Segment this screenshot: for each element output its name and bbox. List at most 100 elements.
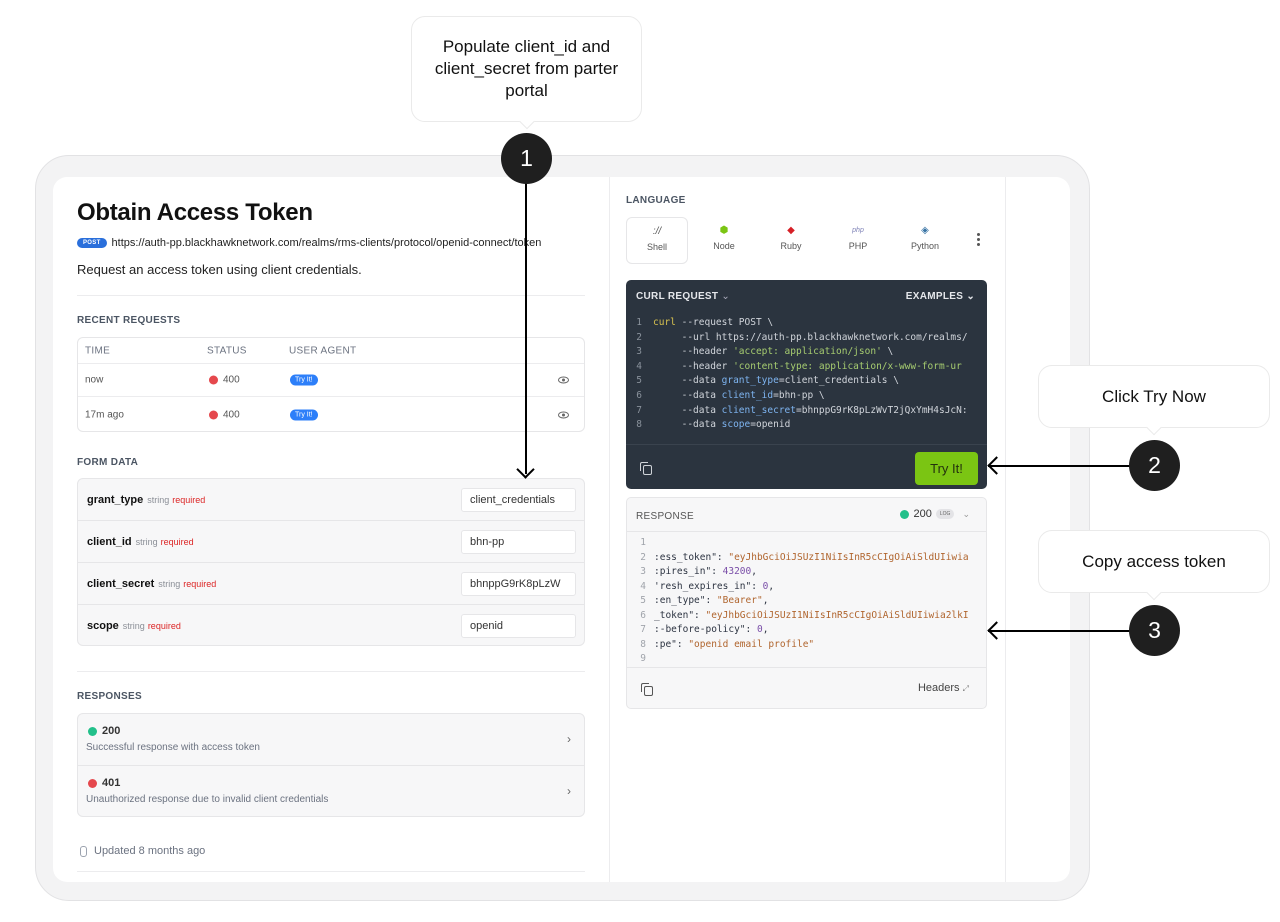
language-python[interactable]: ◈ Python — [894, 217, 956, 264]
table-row[interactable]: now 400 Try It! — [78, 364, 584, 397]
response-item-200[interactable]: 200 Successful response with access toke… — [78, 714, 584, 766]
chevron-right-icon: › — [567, 732, 571, 746]
code-line: 7:-before-policy": 0, — [627, 623, 986, 638]
request-format-dropdown[interactable]: CURL REQUEST ⌄ — [636, 291, 730, 302]
language-label: LANGUAGE — [626, 195, 686, 206]
watch-icon — [80, 845, 87, 857]
response-code: 200 — [102, 725, 121, 737]
annotation-callout-3: Copy access token — [1038, 530, 1270, 593]
endpoint-description: Request an access token using client cre… — [77, 262, 362, 277]
language-shell[interactable]: :// Shell — [626, 217, 688, 264]
view-request-button[interactable] — [558, 411, 569, 418]
success-status-dot — [88, 726, 97, 736]
view-request-button[interactable] — [558, 376, 569, 384]
code-token: , — [762, 595, 769, 606]
response-status-dropdown[interactable]: 200 LOG ⌄ — [899, 508, 970, 520]
code-token: =bhn-pp \ — [773, 389, 825, 401]
line-number: 8 — [636, 419, 642, 431]
client-id-input[interactable]: bhn-pp — [461, 529, 576, 554]
code-token: "eyJhbGciOiJSUzI1NiIsInR5cCIgOiAiSldUIiw… — [728, 551, 969, 563]
column-divider — [609, 177, 610, 882]
language-selector: :// Shell ⬢ Node ◆ Ruby php PHP ◈ Python — [626, 217, 988, 265]
field-type: string — [158, 578, 181, 589]
code-token: :pe": — [654, 638, 689, 650]
code-token: "Bearer" — [716, 595, 763, 606]
page-title: Obtain Access Token — [77, 199, 313, 226]
code-line: 4 --header 'content-type: application/x-… — [626, 360, 987, 375]
line-number: 6 — [636, 389, 642, 401]
code-token: 'content-type: application/x-www-form-ur — [733, 360, 962, 372]
user-agent: Try It! — [290, 409, 318, 420]
endpoint-url-row: POST https://auth-pp.blackhawknetwork.co… — [77, 237, 541, 249]
request-status: 400 — [209, 375, 240, 386]
client-secret-input[interactable]: bhnppG9rK8pLzW — [461, 571, 576, 596]
code-token: --data — [653, 389, 722, 401]
code-footer: Try It! — [626, 444, 987, 489]
line-number: 1 — [636, 317, 642, 328]
copy-response-icon[interactable] — [641, 683, 653, 696]
code-token: 'accept: application/json' — [733, 346, 882, 358]
more-languages-button[interactable] — [977, 233, 980, 248]
success-status-dot — [899, 509, 909, 519]
response-item-401[interactable]: 401 Unauthorized response due to invalid… — [78, 766, 584, 816]
field-required: required — [147, 621, 181, 631]
code-line: 2 --url https://auth-pp.blackhawknetwork… — [626, 331, 987, 346]
expand-icon: ⤢ — [962, 684, 969, 693]
try-it-button[interactable]: Try It! — [915, 452, 978, 485]
python-icon: ◈ — [921, 225, 929, 236]
code-token: "eyJhbGciOiJSUzI1NiIsInR5cCIgOiAiSldUIiw… — [705, 609, 969, 621]
line-number: 2 — [636, 331, 642, 343]
language-label-php: PHP — [848, 241, 868, 251]
field-name: scope — [87, 620, 119, 632]
field-type: string — [122, 621, 145, 631]
examples-dropdown[interactable]: EXAMPLES ⌄ — [906, 291, 975, 302]
divider — [77, 871, 585, 872]
code-token: \ — [881, 346, 894, 358]
line-number: 8 — [640, 638, 646, 650]
language-node[interactable]: ⬢ Node — [693, 217, 755, 264]
annotation-arrow-3 — [988, 630, 1130, 632]
code-token: =bhnppG9rK8pLzWvT2jQxYmH4sJcN: — [796, 404, 968, 416]
code-line: 8:pe": "openid email profile" — [627, 638, 986, 653]
user-agent-badge: Try It! — [290, 374, 318, 386]
column-status: STATUS — [207, 345, 247, 356]
code-token: :-before-policy": — [654, 624, 757, 635]
code-token: --header — [653, 346, 734, 358]
table-row[interactable]: 17m ago 400 Try It! — [78, 398, 584, 431]
shell-icon: :// — [652, 226, 662, 237]
code-line: 5 --data grant_type=client_credentials \ — [626, 374, 987, 389]
code-token: :en_type": — [654, 595, 717, 606]
step-badge-3: 3 — [1129, 605, 1180, 656]
line-number: 9 — [640, 653, 646, 664]
code-line: 4'resh_expires_in": 0, — [627, 580, 986, 595]
field-required: required — [183, 578, 217, 589]
eye-icon — [558, 376, 569, 384]
divider — [77, 671, 585, 672]
php-icon: php — [852, 227, 864, 234]
code-token: --data — [653, 404, 722, 416]
method-badge: POST — [77, 238, 107, 248]
scope-input[interactable]: openid — [461, 614, 576, 638]
code-header: CURL REQUEST ⌄ EXAMPLES ⌄ — [636, 291, 975, 302]
line-number: 2 — [640, 551, 646, 563]
headers-button[interactable]: Headers ⤢ — [918, 682, 969, 694]
grant-type-input[interactable]: client_credentials — [461, 487, 576, 512]
response-description: Successful response with access token — [86, 742, 260, 753]
language-label-ruby: Ruby — [780, 241, 802, 251]
code-line: 1 — [627, 536, 986, 551]
updated-text: Updated 8 months ago — [94, 845, 206, 857]
line-number: 4 — [640, 580, 646, 592]
code-token: --data — [653, 375, 722, 387]
request-time: now — [85, 374, 104, 386]
copy-icon[interactable] — [640, 462, 652, 475]
annotation-arrow-1 — [525, 180, 527, 474]
headers-label: Headers — [917, 682, 960, 694]
language-php[interactable]: php PHP — [827, 217, 889, 264]
line-number: 7 — [636, 404, 642, 416]
column-time: TIME — [85, 345, 111, 356]
language-ruby[interactable]: ◆ Ruby — [760, 217, 822, 264]
